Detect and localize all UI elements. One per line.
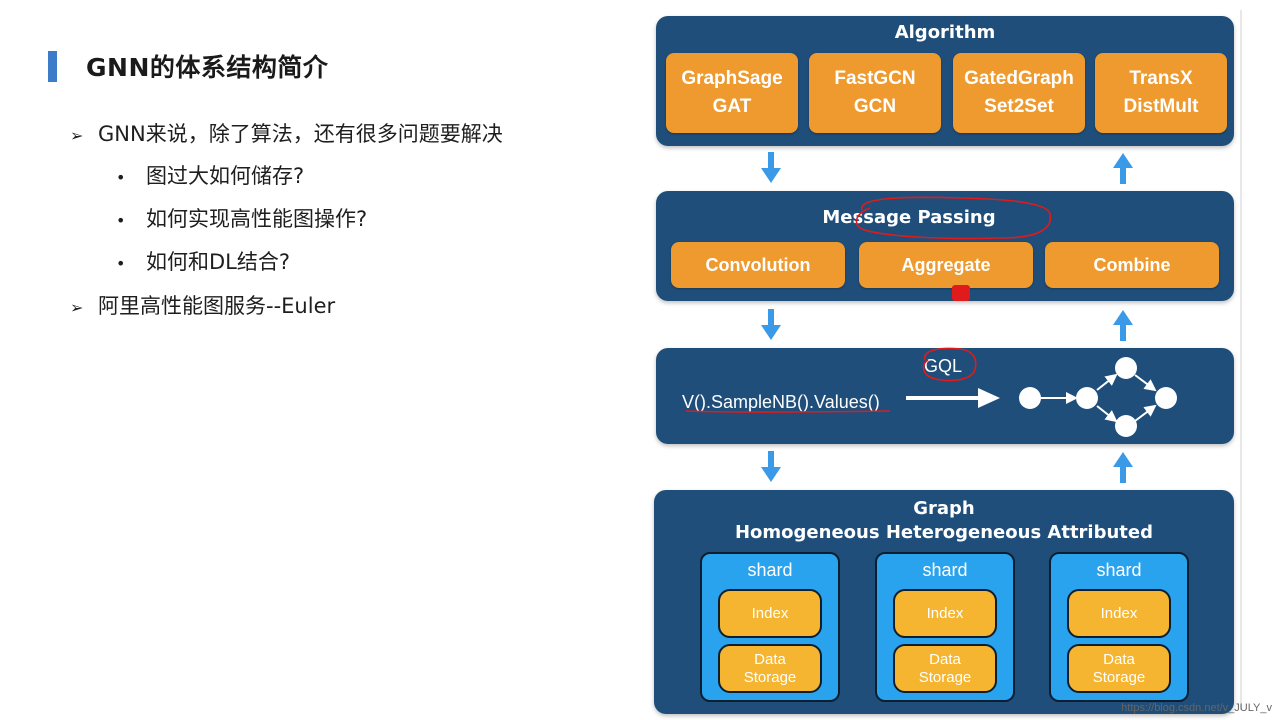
shard-title: shard bbox=[747, 560, 793, 580]
algorithm-box: GraphSage GAT bbox=[666, 53, 798, 133]
arrow-up-icon bbox=[1113, 310, 1133, 341]
aggregate-box: Aggregate bbox=[859, 242, 1033, 288]
index-box: Index bbox=[718, 589, 822, 638]
algorithm-name: DistMult bbox=[1123, 96, 1199, 117]
arrow-bullet-icon: ➢ bbox=[70, 126, 84, 145]
storage-label: Storage bbox=[1092, 668, 1146, 686]
sub-bullet: • 如何实现高性能图操作? bbox=[116, 203, 367, 233]
shard-title: shard bbox=[922, 560, 968, 580]
arrow-up-icon bbox=[1113, 153, 1133, 184]
graph-panel: Graph Homogeneous Heterogeneous Attribut… bbox=[654, 490, 1234, 714]
arrow-down-icon bbox=[761, 451, 781, 482]
slide-title: GNN的体系结构简介 bbox=[86, 53, 329, 82]
storage-label: Data bbox=[929, 650, 961, 668]
slide-divider bbox=[1240, 10, 1242, 710]
title-accent-bar bbox=[48, 51, 57, 82]
cursor-marker-icon bbox=[952, 285, 970, 301]
algorithm-name: FastGCN bbox=[834, 68, 916, 89]
algorithm-box: GatedGraph Set2Set bbox=[953, 53, 1085, 133]
shard-title: shard bbox=[1096, 560, 1142, 580]
algorithm-name: TransX bbox=[1129, 68, 1193, 89]
right-arrow-icon bbox=[906, 388, 1000, 408]
sub-bullet-text: 如何和DL结合? bbox=[146, 250, 291, 274]
storage-label: Storage bbox=[918, 668, 972, 686]
sub-bullet: • 如何和DL结合? bbox=[116, 246, 290, 276]
message-passing-circle-annotation bbox=[855, 196, 1052, 240]
graph-title: Graph bbox=[913, 498, 975, 519]
convolution-box: Convolution bbox=[671, 242, 845, 288]
index-label: Index bbox=[926, 604, 964, 622]
dot-bullet-icon: • bbox=[116, 211, 126, 230]
algorithm-name: GCN bbox=[853, 96, 897, 117]
arrow-down-icon bbox=[761, 309, 781, 340]
gql-circle-annotation bbox=[922, 347, 977, 382]
graph-nodes-icon bbox=[1019, 357, 1177, 437]
gql-query: V().SampleNB().Values() bbox=[682, 392, 880, 412]
algorithm-name: GatedGraph bbox=[964, 68, 1074, 89]
message-passing-panel: Message Passing Convolution Aggregate Co… bbox=[656, 191, 1234, 301]
sub-bullet: • 图过大如何储存? bbox=[116, 160, 304, 190]
storage-label: Data bbox=[1103, 650, 1135, 668]
arrow-bullet-icon: ➢ bbox=[70, 298, 84, 317]
index-label: Index bbox=[751, 604, 789, 622]
algorithm-name: GraphSage bbox=[681, 68, 783, 89]
index-box: Index bbox=[893, 589, 997, 638]
algorithm-box: TransX DistMult bbox=[1095, 53, 1227, 133]
algorithm-panel: Algorithm GraphSage GAT FastGCN GCN Gate… bbox=[656, 16, 1234, 146]
sub-bullet-text: 图过大如何储存? bbox=[146, 164, 305, 188]
query-underline-annotation bbox=[685, 410, 891, 413]
combine-box: Combine bbox=[1045, 242, 1219, 288]
message-passing-title: Message Passing bbox=[822, 207, 996, 228]
storage-label: Data bbox=[754, 650, 786, 668]
dot-bullet-icon: • bbox=[116, 168, 126, 187]
bullet-text: 阿里高性能图服务--Euler bbox=[98, 294, 336, 318]
graph-subtitle: Homogeneous Heterogeneous Attributed bbox=[734, 522, 1154, 543]
index-box: Index bbox=[1067, 589, 1171, 638]
bullet-text: GNN来说，除了算法，还有很多问题要解决 bbox=[98, 122, 503, 146]
bullet-euler: ➢ 阿里高性能图服务--Euler bbox=[70, 290, 335, 320]
storage-label: Storage bbox=[743, 668, 797, 686]
arrow-up-icon bbox=[1113, 452, 1133, 483]
arrow-down-icon bbox=[761, 152, 781, 183]
algorithm-name: GAT bbox=[712, 96, 752, 117]
gql-panel: GQL V().SampleNB().Values() bbox=[656, 348, 1234, 444]
watermark: https://blog.csdn.net/v_JULY_v bbox=[1121, 702, 1272, 714]
gql-label: GQL bbox=[924, 356, 963, 376]
index-label: Index bbox=[1100, 604, 1138, 622]
bullet-gnn-problems: ➢ GNN来说，除了算法，还有很多问题要解决 bbox=[70, 118, 503, 148]
algorithm-box: FastGCN GCN bbox=[809, 53, 941, 133]
algorithm-name: Set2Set bbox=[984, 96, 1054, 117]
algorithm-title: Algorithm bbox=[894, 22, 996, 43]
sub-bullet-text: 如何实现高性能图操作? bbox=[146, 207, 368, 231]
dot-bullet-icon: • bbox=[116, 254, 126, 273]
